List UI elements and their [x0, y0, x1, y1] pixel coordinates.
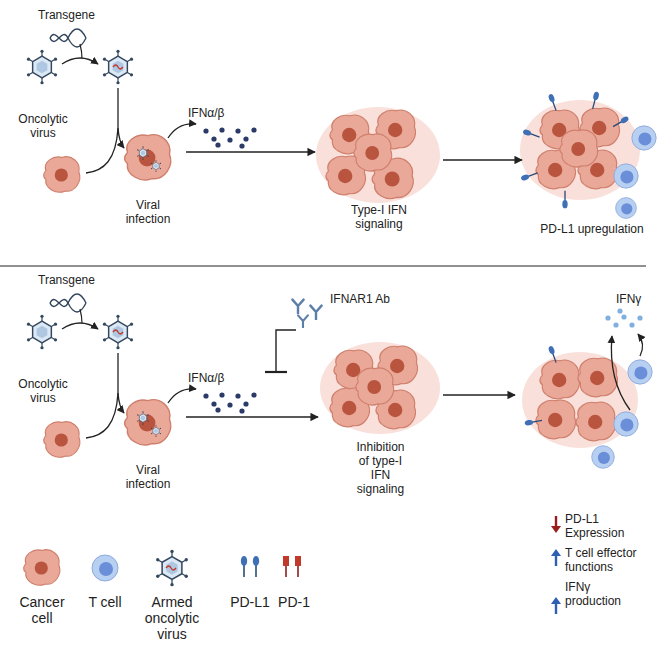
node-caption: Type-I IFN signaling: [351, 203, 407, 231]
flow-arrow: [443, 394, 515, 395]
divider: [0, 266, 646, 267]
legend-item: T cell: [75, 594, 135, 610]
figure-node: Oncolytic virus: [12, 315, 74, 407]
node-caption: Oncolytic virus: [13, 377, 73, 405]
legend-text: PD-1: [278, 594, 310, 610]
figure-node: Type-I IFN signaling: [315, 105, 443, 233]
legend-text: Cancer cell: [19, 594, 64, 626]
figure-node: PD-L1 Expression T cell effector function…: [515, 340, 662, 610]
legend-text: PD-L1: [230, 594, 270, 610]
annotation-label: Transgene: [38, 273, 95, 287]
pdl1-cluster: [520, 91, 656, 218]
flow-arrow: [443, 159, 522, 160]
figure-node: Oncolytic virus: [12, 50, 74, 142]
top-infection-steps: [27, 29, 257, 192]
node-caption: Viral infection: [118, 463, 178, 491]
ifnar1-antibody: [265, 300, 322, 372]
node-text: T cell effector functions: [565, 546, 645, 574]
bottom-infection-steps: [27, 294, 257, 457]
annotation-label: IFNα/β: [188, 371, 225, 385]
annotation-label: IFNγ: [616, 292, 641, 306]
legend-item: PD-1: [274, 594, 314, 610]
figure-node: Viral infection: [110, 393, 186, 493]
node-text: IFNγ production: [565, 580, 645, 608]
ifn-cluster: [316, 107, 440, 203]
legend-item: Cancer cell: [14, 594, 70, 626]
node-caption: Oncolytic virus: [13, 112, 73, 140]
node-caption: Inhibition of type-I IFN signaling: [351, 440, 411, 496]
legend-item: Armed oncolytic virus: [135, 594, 209, 642]
node-caption: Viral infection: [118, 198, 178, 226]
annotation-label: Transgene: [38, 8, 95, 22]
figure-node: PD-L1 upregulation: [522, 95, 662, 238]
annotation-label: IFNAR1 Ab: [330, 292, 390, 306]
effector-cluster: [522, 308, 652, 468]
legend-item: PD-L1: [226, 594, 274, 610]
node-caption: PD-L1 upregulation: [529, 222, 655, 236]
legend-icons: [24, 550, 301, 587]
flow-arrow: [186, 151, 315, 152]
inhibited-cluster: [320, 342, 440, 434]
figure-node: Inhibition of type-I IFN signaling: [318, 335, 443, 498]
figure-node: Viral infection: [110, 128, 186, 228]
node-text: PD-L1 Expression: [565, 512, 645, 540]
flow-arrow: [186, 416, 318, 417]
legend-text: T cell: [88, 594, 121, 610]
change-arrows: [551, 516, 561, 614]
annotation-label: IFNα/β: [188, 106, 225, 120]
legend-text: Armed oncolytic virus: [145, 594, 199, 642]
